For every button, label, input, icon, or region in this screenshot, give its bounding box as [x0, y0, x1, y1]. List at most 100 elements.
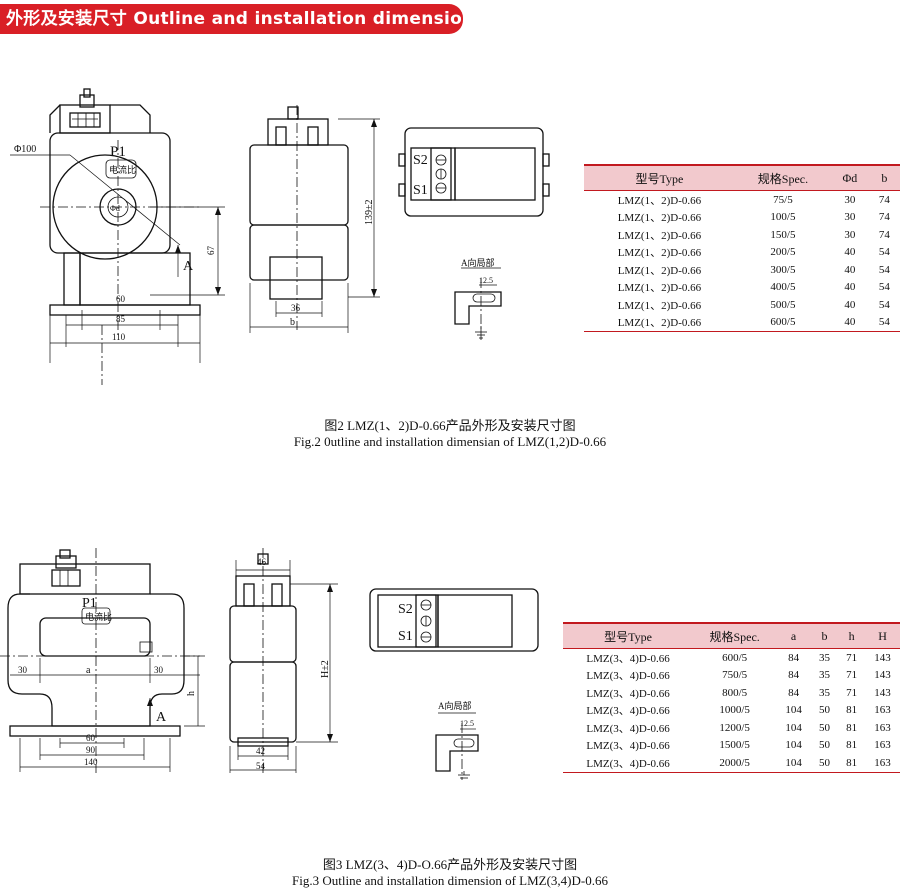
dim-12-5: 12.5 [460, 719, 474, 728]
table-cell: LMZ(3、4)D-0.66 [586, 740, 670, 753]
table-cell: 800/5 [722, 686, 748, 699]
label-a: A [183, 259, 194, 274]
table-cell: 500/5 [770, 298, 796, 311]
dim-12-5: 12.5 [479, 276, 493, 285]
table-row: LMZ(1、2)D-0.66 150/5 30 74 [584, 226, 900, 244]
table-cell: 40 [844, 263, 856, 276]
table-header: 型号Type [584, 164, 735, 191]
table-cell: 1200/5 [719, 721, 750, 734]
dim-60: 60 [116, 294, 126, 304]
table-cell: 84 [788, 651, 800, 664]
table-cell: 200/5 [770, 246, 796, 259]
dim-H: H±2 [320, 660, 331, 678]
table-cell: 104 [785, 721, 802, 734]
table-cell: 74 [878, 228, 890, 241]
label-phi100: Φ100 [14, 144, 36, 155]
table-cell: 54 [878, 263, 890, 276]
table-cell: LMZ(3、4)D-0.66 [586, 722, 670, 735]
table-cell: 50 [819, 704, 831, 717]
dim-60: 60 [86, 733, 96, 743]
table-cell: LMZ(3、4)D-0.66 [586, 652, 670, 665]
table-cell: 50 [819, 739, 831, 752]
table-cell: 35 [819, 651, 831, 664]
table-cell: 84 [788, 686, 800, 699]
table-cell: 2000/5 [693, 754, 777, 773]
label-ratio: 电流比 [85, 611, 112, 622]
dim-30-right: 30 [154, 665, 164, 675]
table-cell: 104 [785, 704, 802, 717]
fig2-top-view: S2 S1 A向局部 12.5 [398, 127, 550, 340]
table-cell: 71 [846, 686, 858, 699]
dim-140: 140 [84, 757, 98, 767]
dim-36: 36 [291, 303, 301, 313]
table-cell: 300/5 [770, 263, 796, 276]
table-cell: 50 [819, 721, 831, 734]
dim-85: 85 [116, 314, 126, 324]
table-cell: 30 [844, 228, 856, 241]
table-cell: LMZ(1、2)D-0.66 [617, 282, 702, 295]
table-cell: 81 [846, 739, 858, 752]
table-cell: LMZ(1、2)D-0.66 [617, 247, 702, 260]
table-cell: LMZ(1、2)D-0.66 [584, 313, 735, 332]
table-cell: 750/5 [722, 669, 748, 682]
table-header: H [865, 622, 900, 649]
table-header: b [811, 622, 839, 649]
table-cell: 163 [874, 721, 891, 734]
table-header: Φd [831, 164, 869, 191]
table-cell: 54 [878, 281, 890, 294]
table-cell: LMZ(3、4)D-0.66 [586, 687, 670, 700]
dim-54: 54 [256, 761, 266, 771]
label-s1: S1 [413, 183, 428, 198]
table-cell: 75/5 [773, 193, 793, 206]
table-cell: 54 [878, 298, 890, 311]
table-cell: LMZ(3、4)D-0.66 [563, 754, 694, 773]
label-detail: A向局部 [461, 257, 495, 268]
fig2-side-view: 139±2 36 b [249, 105, 380, 333]
table-row: LMZ(1、2)D-0.66 300/5 40 54 [584, 261, 900, 279]
section-title: 外形及安装尺寸 Outline and installation dimensi… [0, 4, 474, 34]
table-cell: 600/5 [722, 651, 748, 664]
dim-46: 46 [257, 557, 267, 567]
table-cell: LMZ(1、2)D-0.66 [617, 229, 702, 242]
table-cell: 163 [874, 704, 891, 717]
fig3-side-view: 46 H±2 42 54 [229, 548, 338, 773]
table-cell: 74 [878, 211, 890, 224]
label-phid: Φd [110, 204, 120, 213]
table-cell: 1500/5 [719, 739, 750, 752]
table-cell: LMZ(1、2)D-0.66 [617, 264, 702, 277]
table-header: a [776, 622, 812, 649]
table-cell: 54 [878, 246, 890, 259]
label-s1: S1 [398, 629, 413, 644]
table-cell: 74 [878, 193, 890, 206]
label-s2: S2 [398, 602, 413, 617]
dim-30-left: 30 [18, 665, 28, 675]
table-cell: 600/5 [734, 313, 832, 332]
table-cell: 35 [819, 686, 831, 699]
table-cell: LMZ(1、2)D-0.66 [617, 299, 702, 312]
table-cell: 143 [874, 686, 891, 699]
table-header: 规格Spec. [734, 164, 832, 191]
label-p1: P1 [82, 596, 97, 611]
dim-110: 110 [112, 332, 126, 342]
fig3-caption-cn: 图3 LMZ(3、4)D-O.66产品外形及安装尺寸图 [322, 857, 578, 872]
fig2-caption: 图2 LMZ(1、2)D-0.66产品外形及安装尺寸图 Fig.2 0utlin… [0, 418, 900, 450]
table-cell: 40 [844, 281, 856, 294]
table-cell: 50 [811, 754, 839, 773]
table-cell: 150/5 [770, 228, 796, 241]
dim-90: 90 [86, 745, 96, 755]
dim-h: h [186, 691, 197, 696]
table-cell: 143 [874, 651, 891, 664]
table-cell: 163 [874, 739, 891, 752]
dim-b: b [290, 317, 295, 328]
